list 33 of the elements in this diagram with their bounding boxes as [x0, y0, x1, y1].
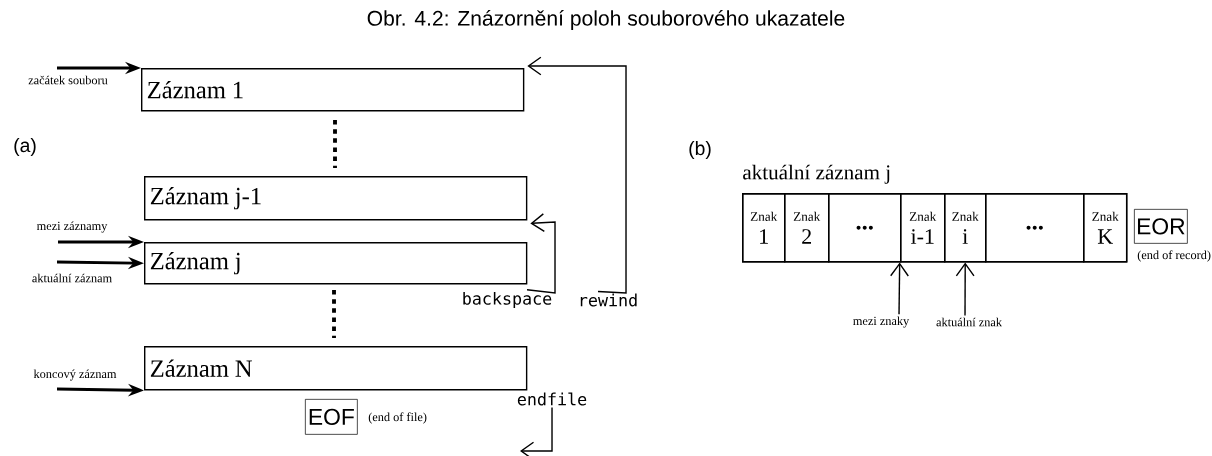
command-label: rewind — [580, 293, 637, 307]
ellipsis-cell: ... — [985, 193, 1085, 263]
note-text: (end of file) — [368, 412, 427, 424]
command-label: endfile — [517, 392, 587, 406]
edge-label: mezi záznamy — [34, 219, 110, 235]
pointer-label: mezi znaky — [853, 316, 910, 328]
marker-box: EOF — [305, 399, 358, 435]
edge-label: začátek souboru — [26, 73, 110, 87]
character-cell: Znak 1 — [742, 193, 786, 263]
record-heading: aktuální záznam j — [743, 164, 890, 184]
record-box: Záznam j-1 — [144, 176, 528, 221]
pointer-label: aktuální znak — [936, 317, 1002, 327]
arrow — [527, 56, 627, 294]
character-cell: Znak 2 — [784, 193, 830, 263]
figure-title: Obr. 4.2: Znázornění poloh souborového ukazatele — [367, 10, 845, 30]
record-box: Záznam j — [144, 242, 528, 285]
command-label: backspace — [463, 291, 552, 309]
ellipsis-cell: ... — [828, 193, 902, 263]
edge-label: aktuální záznam — [30, 271, 114, 285]
panel-label: (a) — [14, 138, 36, 156]
arrow — [890, 262, 909, 315]
marker-box: EOR — [1134, 209, 1188, 244]
panel-label: (b) — [689, 141, 711, 159]
arrow — [526, 213, 556, 294]
record-box: Záznam 1 — [141, 68, 525, 112]
character-cell: Znak K — [1083, 193, 1128, 263]
note-text: (end of record) — [1137, 250, 1211, 262]
edge-label: koncový záznam — [31, 367, 119, 383]
character-cell: Znak i-1 — [900, 193, 946, 263]
character-cell: Znak i — [944, 193, 987, 263]
arrow — [520, 406, 553, 456]
arrow — [955, 262, 975, 317]
record-box: Záznam N — [144, 346, 528, 391]
